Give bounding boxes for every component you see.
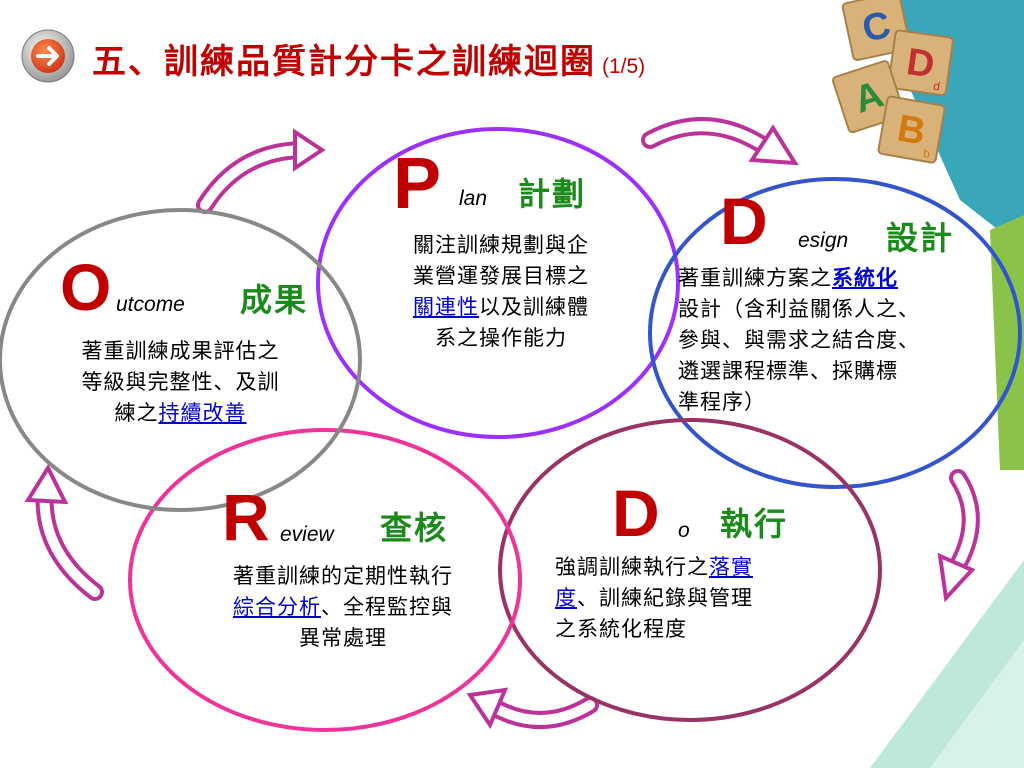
do-circle — [498, 418, 882, 722]
alphabet-blocks-image: C c D d A a B b — [832, 0, 954, 164]
do-desc-highlight: 落實 — [709, 555, 753, 579]
do-letter: D — [612, 476, 660, 550]
review-description: 著重訓練的定期性執行 綜合分析、全程監控與 異常處理 — [178, 561, 508, 654]
svg-text:D: D — [904, 41, 937, 86]
design-letter: D — [720, 184, 768, 258]
design-desc-line: 參與、與需求之結合度、 — [678, 328, 920, 352]
plan-word-rest: lan — [459, 187, 488, 210]
outcome-word-rest: utcome — [116, 293, 185, 316]
mint-corner-shape-light — [930, 640, 1024, 768]
plan-description: 關注訓練規劃與企 業營運發展目標之 關連性以及訓練體 系之操作能力 — [370, 230, 632, 354]
plan-desc-line: 系之操作能力 — [435, 326, 567, 350]
review-word-rest: eview — [280, 523, 334, 546]
review-desc-line: 異常處理 — [299, 626, 387, 650]
design-word-rest: esign — [798, 229, 849, 252]
cycle-arrow-do-to-review — [466, 687, 599, 730]
do-desc-highlight: 度 — [555, 586, 577, 610]
design-desc-line: 準程序） — [678, 390, 766, 414]
do-description: 強調訓練執行之落實 度、訓練紀錄與管理 之系統化程度 — [555, 552, 855, 645]
outcome-description: 著重訓練成果評估之 等級與完整性、及訓 練之持續改善 — [38, 336, 323, 429]
plan-desc-line: 以及訓練體 — [479, 295, 589, 319]
review-desc-line: 著重訓練的定期性執行 — [233, 564, 453, 588]
plan-circle — [316, 127, 680, 439]
design-circle — [648, 177, 1022, 489]
design-desc-line: 遴選課程標準、採購標 — [678, 359, 898, 383]
review-desc-highlight: 綜合分析 — [233, 595, 321, 619]
review-circle — [128, 428, 522, 732]
do-desc-line: 、訓練紀錄與管理 — [577, 586, 753, 610]
design-desc-line: 著重訓練方案之 — [678, 266, 832, 290]
design-desc-line: 設計（含利益關係人之、 — [678, 297, 920, 321]
plan-desc-line: 關注訓練規劃與企 — [413, 233, 589, 257]
do-desc-line: 之系統化程度 — [555, 617, 687, 641]
page-title: 五、訓練品質計分卡之訓練迴圈 (1/5) — [92, 34, 645, 83]
outcome-circle — [0, 208, 362, 512]
outcome-desc-line: 等級與完整性、及訓 — [81, 370, 280, 394]
do-word-rest: o — [678, 519, 690, 542]
cycle-arrow-outcome-to-plan — [196, 128, 326, 214]
cycle-arrow-review-to-outcome — [24, 463, 104, 601]
plan-desc-highlight: 關連性 — [413, 295, 479, 319]
cycle-arrow-design-to-do — [937, 469, 980, 603]
svg-text:b: b — [922, 146, 931, 161]
page-indicator: (1/5) — [602, 55, 646, 78]
outcome-desc-line: 練之 — [114, 401, 159, 425]
title-text: 五、訓練品質計分卡之訓練迴圈 — [92, 42, 596, 82]
design-desc-highlight: 系統化 — [832, 265, 898, 290]
design-description: 著重訓練方案之系統化 設計（含利益關係人之、 參與、與需求之結合度、 遴選課程標… — [678, 262, 1008, 418]
do-desc-line: 強調訓練執行之 — [555, 555, 709, 579]
svg-text:d: d — [932, 79, 941, 94]
outcome-letter: O — [60, 250, 112, 324]
plan-desc-line: 業營運發展目標之 — [413, 264, 589, 288]
arrow-right-icon[interactable] — [20, 28, 76, 84]
cycle-arrow-plan-to-design — [641, 117, 799, 166]
plan-letter: P — [393, 144, 442, 224]
review-label-zh: 查核 — [380, 509, 449, 547]
outcome-desc-highlight: 持續改善 — [158, 401, 247, 425]
outcome-desc-line: 著重訓練成果評估之 — [81, 339, 280, 363]
plan-label-zh: 計劃 — [518, 175, 587, 213]
outcome-label-zh: 成果 — [240, 281, 309, 319]
review-desc-line: 、全程監控與 — [321, 595, 453, 619]
do-label-zh: 執行 — [720, 505, 789, 543]
review-letter: R — [222, 480, 270, 554]
design-label-zh: 設計 — [886, 219, 955, 257]
